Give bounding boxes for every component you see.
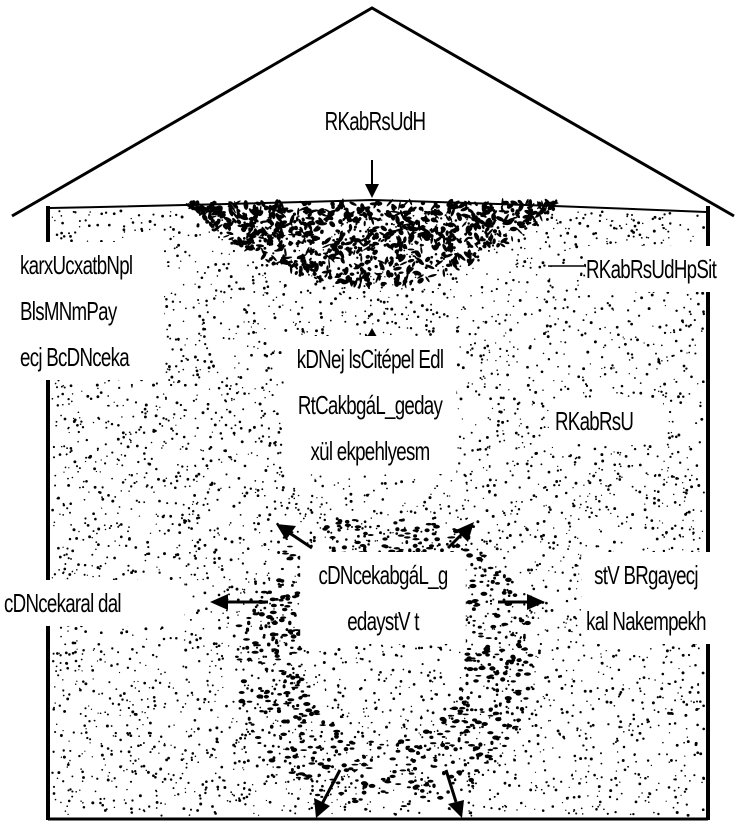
label-center-block-line-3: xül ekpehlyesm (284, 428, 457, 474)
arrow-up-left (276, 524, 312, 548)
label-right-bottom-line-1: stV BRgayecj (581, 552, 711, 598)
label-center-block-line-1: kDNej lsCitépel Edl (284, 336, 457, 382)
label-bottom-center-line-1: cDNcekabgáL_g (300, 552, 466, 598)
arrow-down-right (446, 770, 464, 818)
arrow-top-down (365, 160, 379, 198)
label-left-bottom: cDNcekaral dal (4, 580, 184, 626)
label-right-bottom-line-2: kal Nakempekh (581, 598, 711, 644)
label-center-block: kDNej lsCitépel Edl RtCakbgáL_geday xül … (284, 336, 457, 474)
label-top: RKabRsUdH (321, 98, 429, 144)
label-right-upper: RKabRsUdHpSit (586, 246, 730, 292)
label-bottom-center: cDNcekabgáL_g edaystV t (300, 552, 466, 644)
label-left-block-line-3: ecj BcDNceka (20, 334, 164, 380)
surface-waste-pile (185, 198, 559, 290)
label-left-block-line-1: karxUcxatbNpl (20, 242, 164, 288)
label-right-bottom: stV BRgayecj kal Nakempekh (581, 552, 711, 644)
arrow-left (210, 594, 268, 610)
label-left-block-line-2: BlsMNmPay (20, 288, 164, 334)
label-bottom-center-line-2: edaystV t (300, 598, 466, 644)
label-left-block: karxUcxatbNpl BlsMNmPay ecj BcDNceka (20, 242, 164, 380)
label-right-mid: RKabRsU (555, 398, 663, 444)
arrow-right (498, 594, 545, 610)
label-center-block-line-2: RtCakbgáL_geday (284, 382, 457, 428)
arrow-up-right (448, 522, 474, 548)
